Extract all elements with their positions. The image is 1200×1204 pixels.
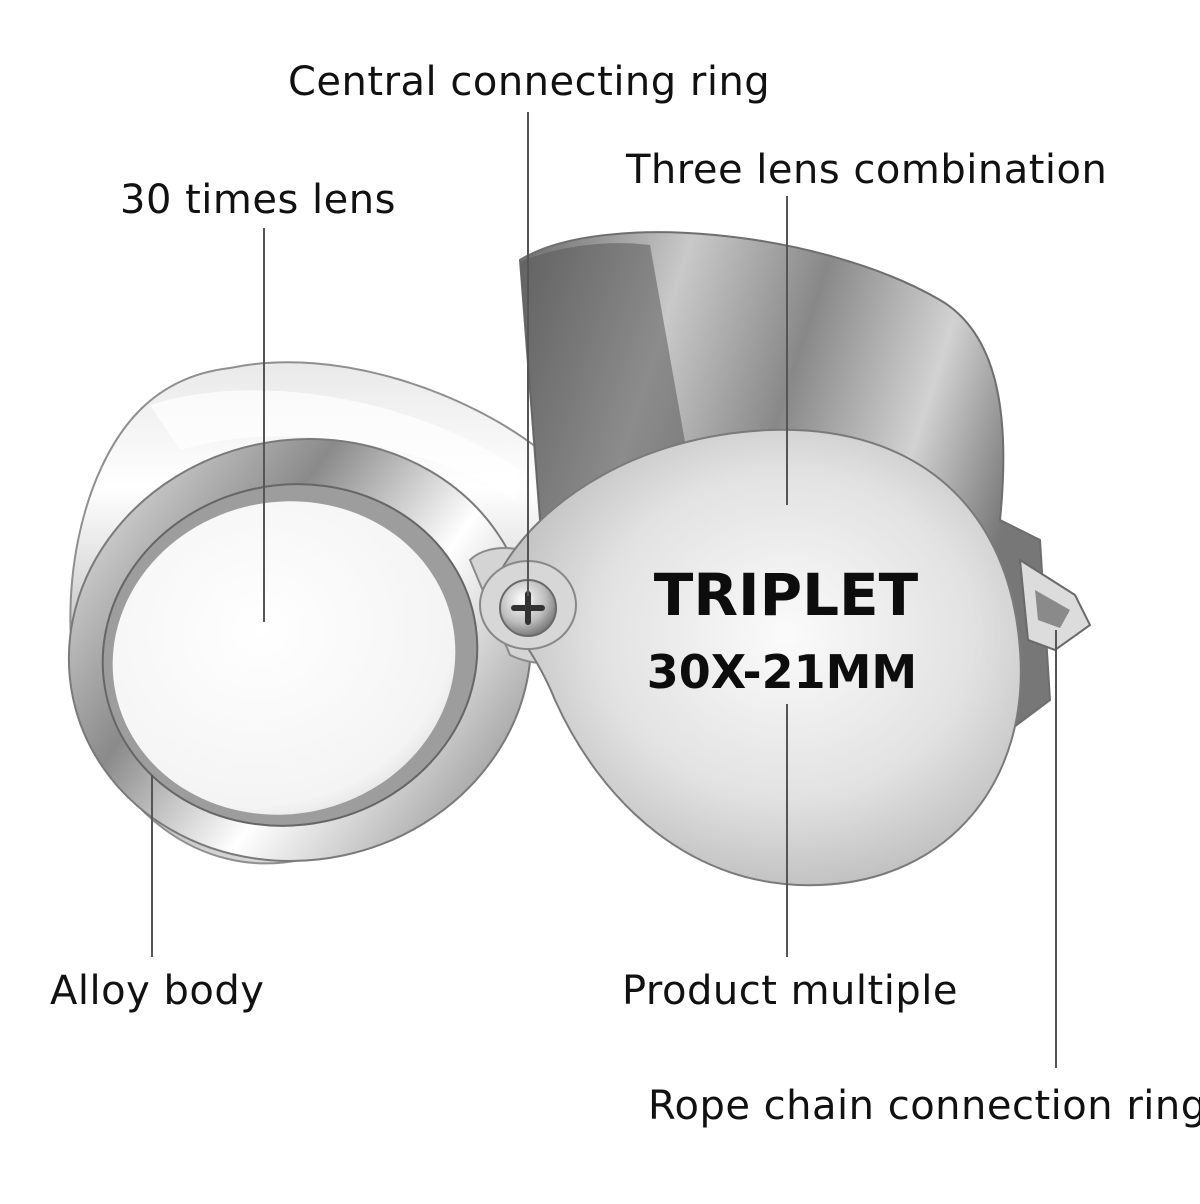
label-rope-chain-connection-ring: Rope chain connection ring [648,1083,1200,1129]
thirty-times-lens [112,501,456,815]
label-product-multiple: Product multiple [622,968,958,1014]
label-alloy-body: Alloy body [50,968,265,1014]
label-thirty-times-lens: 30 times lens [120,177,396,223]
label-three-lens-combination: Three lens combination [626,147,1108,193]
label-central-connecting-ring: Central connecting ring [288,59,771,105]
three-lens-front-face [499,428,1022,887]
alloy-body-highlight [150,390,520,500]
housing-shadow [520,243,690,520]
engraving-spec: 30X-21MM [647,645,917,699]
screw-icon [499,579,557,637]
engraving-triplet: TRIPLET [654,561,919,629]
rope-chain-ring-hole [1035,590,1070,628]
